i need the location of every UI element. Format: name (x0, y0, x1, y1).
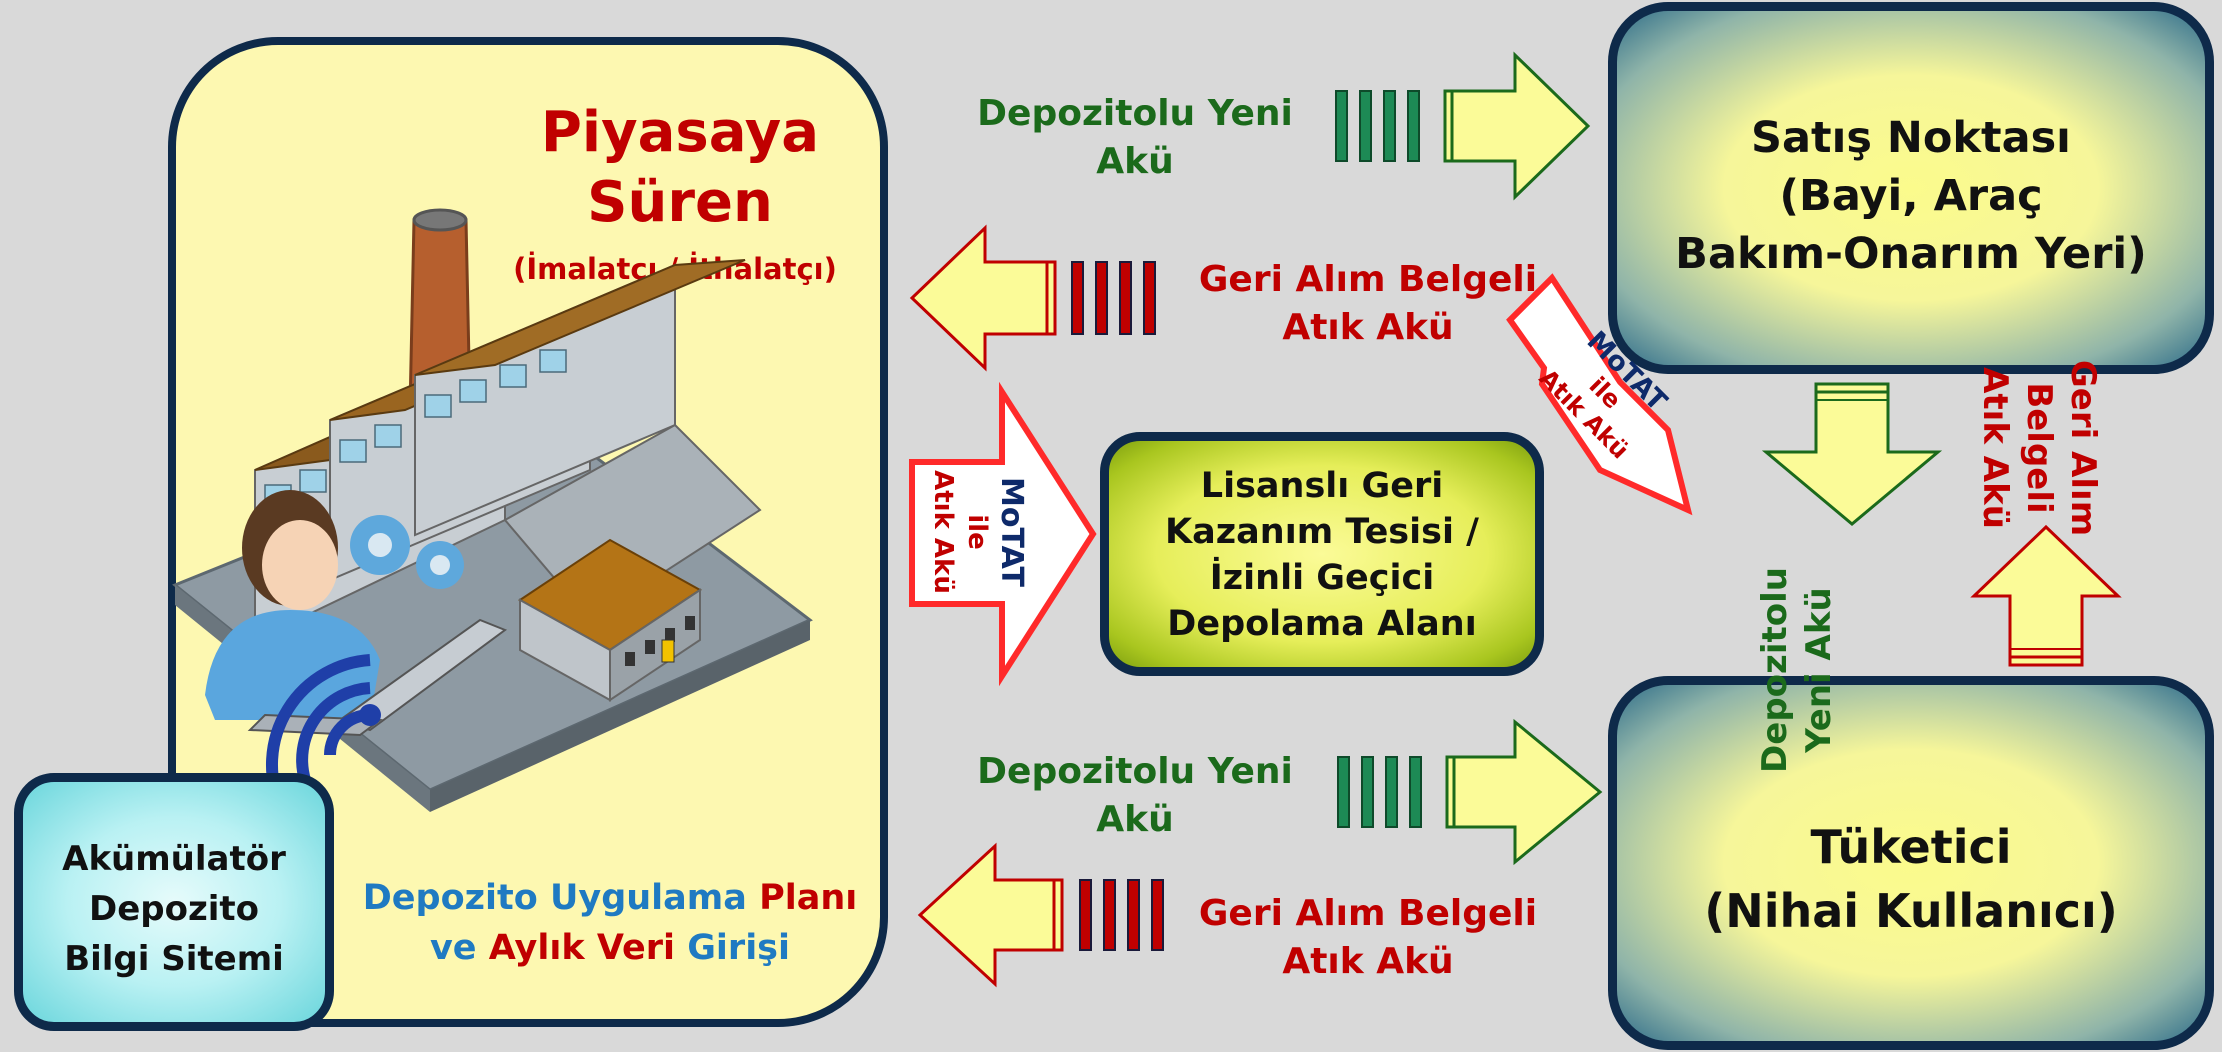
recycling-line2: Kazanım Tesisi / (1165, 512, 1479, 552)
recycling-facility-box: Lisanslı Geri Kazanım Tesisi / İzinli Ge… (1100, 432, 1544, 676)
label-up-returned-battery: Geri Alım Belgeli Atık Akü (1955, 333, 2105, 563)
label-new-bottom-line2: Akü (1096, 799, 1174, 840)
label-return-top-line2: Atık Akü (1282, 307, 1454, 348)
arrow-new-battery-to-consumer (1337, 718, 1603, 866)
producer-plan-text: Depozito Uygulama Planı ve Aylık Veri Gi… (350, 873, 870, 973)
info-system-line2: Depozito (88, 889, 260, 929)
motat-left-line2: ile (962, 514, 992, 550)
label-return-battery-bottom: Geri Alım Belgeli Atık Akü (1178, 890, 1558, 986)
label-down-new-battery: Depozitolu Yeni Akü (1753, 540, 1853, 800)
plan-word-1: Depozito (362, 878, 538, 918)
plan-word-5: Aylık (488, 928, 585, 968)
arrow-up-consumer-to-sales (1970, 524, 2122, 667)
producer-title-line2: Süren (587, 170, 773, 235)
plan-word-2: Uygulama (549, 878, 747, 918)
recycling-line3: İzinli Geçici (1209, 558, 1435, 598)
arrow-returned-battery-from-consumer (917, 842, 1164, 988)
recycling-line1: Lisanslı Geri (1200, 466, 1444, 506)
consumer-line2: (Nihai Kullanıcı) (1704, 884, 2118, 938)
sales-point-line2: (Bayi, Araç (1779, 171, 2043, 221)
consumer-box: Tüketici (Nihai Kullanıcı) (1608, 676, 2214, 1050)
label-new-battery-top: Depozitolu Yeni Akü (965, 90, 1305, 186)
label-return-bottom-line2: Atık Akü (1282, 941, 1454, 982)
info-system-line1: Akümülatör (62, 839, 286, 879)
sales-point-line3: Bakım-Onarım Yeri) (1675, 229, 2147, 279)
motat-left-line1: MoTAT (994, 477, 1029, 587)
plan-word-7: Girişi (687, 928, 791, 968)
label-return-top-line1: Geri Alım Belgeli (1198, 259, 1538, 300)
motat-left-line3: Atık Akü (928, 470, 958, 594)
arrow-down-sales-to-consumer (1761, 382, 1943, 526)
info-system-line3: Bilgi Sitemi (64, 939, 284, 979)
plan-word-4: ve (429, 928, 477, 968)
label-down-line2: Yeni Akü (1799, 587, 1839, 753)
motat-arrow-left (909, 381, 1097, 687)
label-return-battery-top: Geri Alım Belgeli Atık Akü (1178, 256, 1558, 352)
gear-icon (350, 515, 464, 589)
label-return-bottom-line1: Geri Alım Belgeli (1198, 893, 1538, 934)
label-down-line1: Depozitolu (1755, 567, 1795, 773)
label-up-line2: Belgeli (2019, 382, 2059, 514)
plan-word-3: Planı (759, 878, 858, 918)
label-new-battery-bottom: Depozitolu Yeni Akü (965, 748, 1305, 844)
label-up-line1: Geri Alım (2063, 359, 2103, 537)
motat-arrow-right (1506, 273, 1693, 516)
sales-point-box: Satış Noktası (Bayi, Araç Bakım-Onarım Y… (1608, 2, 2214, 374)
consumer-line1: Tüketici (1810, 820, 2012, 874)
label-new-bottom-line1: Depozitolu Yeni (977, 751, 1293, 792)
sales-point-line1: Satış Noktası (1751, 113, 2071, 163)
label-motat-left: MoTAT ile Atık Akü (918, 452, 1029, 612)
label-new-top-line2: Akü (1096, 141, 1174, 182)
info-system-box: Akümülatör Depozito Bilgi Sitemi (14, 773, 334, 1031)
arrow-returned-battery-to-producer (909, 224, 1156, 372)
producer-title: Piyasaya Süren (500, 98, 860, 238)
recycling-line4: Depolama Alanı (1167, 604, 1477, 644)
label-up-line3: Atık Akü (1975, 367, 2015, 529)
arrow-new-battery-to-sales (1335, 51, 1591, 201)
plan-word-6: Veri (596, 928, 676, 968)
label-new-top-line1: Depozitolu Yeni (977, 93, 1293, 134)
producer-title-line1: Piyasaya (540, 100, 820, 165)
